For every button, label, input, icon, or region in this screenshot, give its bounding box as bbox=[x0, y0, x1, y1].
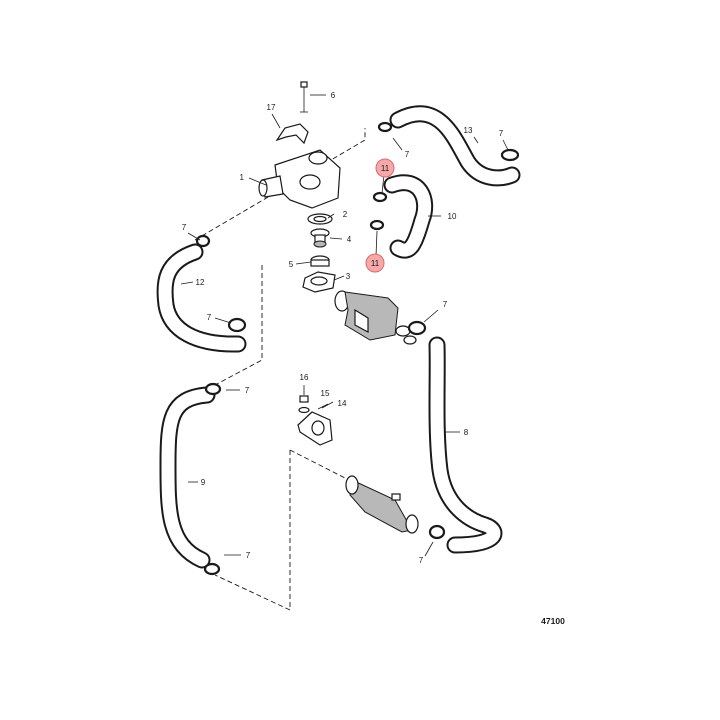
callout-5: 5 bbox=[289, 260, 294, 269]
callout-7-bottom-right: 7 bbox=[419, 556, 424, 565]
figure-number: 47100 bbox=[541, 616, 565, 626]
highlight-markers bbox=[365, 158, 395, 273]
callout-11-lower: 11 bbox=[371, 259, 380, 268]
callout-2: 2 bbox=[343, 210, 348, 219]
gasket-part-2 bbox=[307, 213, 333, 225]
hose-8 bbox=[428, 336, 503, 554]
nut-part-16 bbox=[299, 395, 309, 403]
seal-part-5 bbox=[310, 255, 330, 267]
leader-lines bbox=[180, 94, 509, 557]
callout-12: 12 bbox=[196, 278, 205, 287]
callout-13: 13 bbox=[464, 126, 473, 135]
hose-clamp-part-11 bbox=[369, 191, 388, 231]
hose-clamp-part-7 bbox=[195, 121, 520, 576]
callout-15: 15 bbox=[321, 389, 330, 398]
bracket-part-17 bbox=[275, 123, 309, 145]
callout-6: 6 bbox=[331, 91, 336, 100]
callout-7-upper-left: 7 bbox=[182, 223, 187, 232]
thermostat-housing bbox=[258, 149, 341, 209]
thermostat-part-4 bbox=[310, 228, 330, 248]
callout-7-mid-right: 7 bbox=[443, 300, 448, 309]
mount-part-14 bbox=[297, 411, 333, 446]
callout-11-upper: 11 bbox=[381, 164, 390, 173]
assembly-guide-lines bbox=[194, 128, 366, 611]
callout-7-bottom-left: 7 bbox=[246, 551, 251, 560]
hose-12 bbox=[156, 243, 247, 353]
callout-17: 17 bbox=[267, 103, 276, 112]
oil-cooler bbox=[345, 475, 419, 534]
callout-3: 3 bbox=[346, 272, 351, 281]
callout-7-top-right: 7 bbox=[499, 129, 504, 138]
highlight-marker-11-lower bbox=[365, 253, 385, 273]
callout-10: 10 bbox=[448, 212, 457, 221]
hose-10 bbox=[383, 174, 434, 259]
water-block bbox=[334, 290, 417, 345]
callout-14: 14 bbox=[338, 399, 347, 408]
callout-7-mid-left: 7 bbox=[207, 313, 212, 322]
callout-8: 8 bbox=[464, 428, 469, 437]
gasket-part-3 bbox=[302, 271, 336, 293]
hose-13 bbox=[389, 105, 521, 187]
callout-labels: 1 2 3 4 5 6 7 7 7 7 7 7 7 7 8 9 10 11 11… bbox=[182, 91, 504, 565]
callout-16: 16 bbox=[300, 373, 309, 382]
hose-9 bbox=[159, 386, 216, 569]
callout-7-top-center: 7 bbox=[405, 150, 410, 159]
washer-part-15 bbox=[298, 406, 310, 414]
callout-7-lower-left: 7 bbox=[245, 386, 250, 395]
bolt-part-6 bbox=[300, 81, 308, 113]
callout-4: 4 bbox=[347, 235, 352, 244]
callout-9: 9 bbox=[201, 478, 206, 487]
highlight-marker-11-upper bbox=[375, 158, 395, 178]
callout-1: 1 bbox=[240, 173, 245, 182]
